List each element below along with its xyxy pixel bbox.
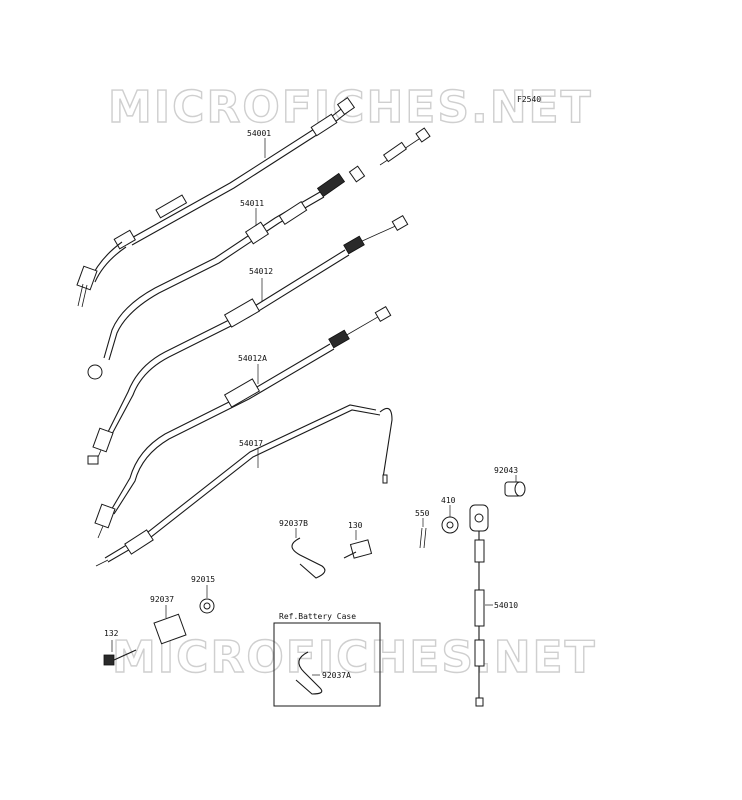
callout-410: 410 (441, 496, 456, 505)
callout-132: 132 (104, 629, 119, 638)
callout-54001: 54001 (247, 129, 271, 138)
callout-550: 550 (415, 509, 430, 518)
callout-92043: 92043 (494, 466, 518, 475)
callout-54012: 54012 (249, 267, 273, 276)
watermark-bottom: MICROFICHES.NET (112, 632, 597, 683)
cable-54011 (87, 127, 431, 380)
callout-92037B: 92037B (279, 519, 308, 528)
cable-54001 (76, 96, 356, 308)
part-410 (441, 505, 459, 534)
part-92037B (291, 528, 326, 579)
cable-54012A (94, 305, 392, 539)
part-130 (343, 530, 373, 559)
callout-130: 130 (348, 521, 363, 530)
callout-54010: 54010 (494, 601, 518, 610)
cable-54012 (87, 214, 409, 465)
part-54010 (469, 504, 493, 707)
reference-box (273, 622, 381, 707)
callout-54011: 54011 (240, 199, 264, 208)
part-92037 (153, 605, 187, 645)
callout-92037A: 92037A (322, 671, 351, 680)
callout-92037: 92037 (150, 595, 174, 604)
callout-54017: 54017 (239, 439, 263, 448)
figure-code: F2540 (517, 95, 541, 104)
part-132 (103, 640, 137, 666)
reference-box-label: Ref.Battery Case (279, 612, 356, 621)
part-550 (419, 518, 427, 549)
cable-54017 (95, 404, 393, 567)
part-92015 (199, 585, 215, 614)
callout-92015: 92015 (191, 575, 215, 584)
callout-54012A: 54012A (238, 354, 267, 363)
part-92043 (504, 475, 526, 497)
